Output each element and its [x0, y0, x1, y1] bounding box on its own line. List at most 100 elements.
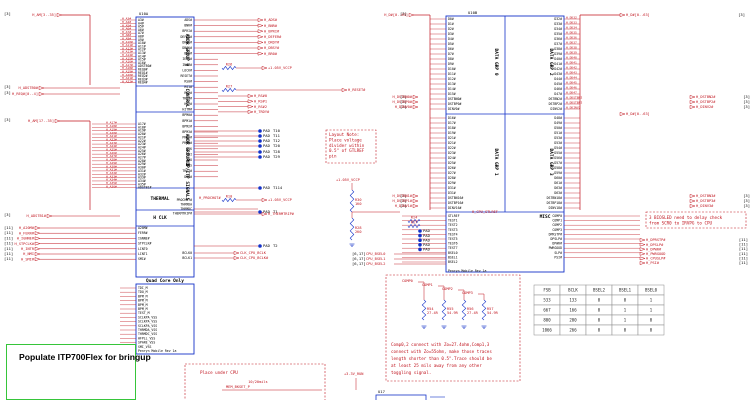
pin-name: BPM_M	[138, 303, 148, 307]
pin-net: H_A19#	[106, 127, 117, 131]
rail-label: +1.05V_VCCP	[268, 66, 292, 70]
pin-name: BSEL0	[448, 251, 458, 255]
rail-label: +3.3V_RUN	[344, 372, 363, 376]
pin-name: D55#	[554, 151, 562, 155]
page-ref: [11]	[4, 251, 13, 256]
pad-label: PAD	[263, 185, 271, 190]
part-ref: U10A	[139, 11, 149, 16]
pin-name: A6#	[138, 28, 144, 32]
pin-name: A28#	[138, 159, 146, 163]
pin-name: D35#	[554, 32, 562, 36]
pin-name: COMP0	[552, 214, 562, 218]
pin-name: TEST3	[448, 228, 458, 232]
pin-name: PREQ#	[182, 141, 192, 145]
pad-label: PAD	[423, 242, 431, 247]
pin-name: D27#	[448, 171, 456, 175]
pin-net: H_A32#	[106, 171, 117, 175]
pin-name: DBSY#	[182, 46, 192, 50]
net-flag-arrow	[247, 104, 254, 109]
pin-name: SCLKPA_VSS	[138, 315, 157, 319]
page-ref: [3]	[743, 94, 750, 99]
resistor-ref: R10	[226, 195, 233, 199]
pin-name: RS2#	[184, 91, 192, 95]
pin-name: FERR#	[138, 231, 148, 235]
rail-label: +1.05V_VCCP	[336, 178, 360, 182]
net-flag-arrow	[412, 199, 419, 203]
pin-name: D54#	[554, 146, 562, 150]
pin-name: DPRSTP#	[549, 232, 563, 236]
net-flag-arrow	[412, 105, 419, 109]
test-pad	[258, 139, 262, 143]
pin-name: D44#	[554, 77, 562, 81]
pin-name: INIT#	[182, 63, 192, 67]
table-header: FSB	[543, 288, 551, 293]
test-pad	[418, 247, 422, 252]
pin-name: ADS#	[184, 18, 192, 22]
pin-net: H_DDSTBN2	[566, 96, 582, 100]
group-label: DATA GRP 1	[493, 148, 499, 175]
resistor-value: 54.9R	[487, 311, 499, 315]
page-ref: [11]	[739, 237, 748, 242]
pin-net: H_A12#	[122, 46, 133, 50]
layout-note-line: divider within	[329, 143, 365, 148]
pin-net: H_A18#	[106, 124, 117, 128]
pin-name: A33#	[138, 176, 146, 180]
pin-name: THRMDC_VSS	[138, 332, 157, 336]
page-ref: [3]	[400, 99, 407, 104]
net-flag-arrow	[257, 51, 264, 56]
net-flag-arrow	[412, 204, 419, 208]
pin-net: H_A7#	[122, 30, 131, 34]
pad-ref: T12	[273, 138, 280, 143]
comp-note-line: at least 25 mils away from any other	[391, 363, 482, 368]
part-ref: U17	[378, 389, 385, 394]
pin-name: BPM0#	[182, 113, 192, 117]
net-label-left: H_FERR#	[19, 231, 35, 235]
pin-net: H_A31#	[106, 168, 117, 172]
pad-label: PAD	[423, 247, 431, 252]
pin-net: H_A3#	[122, 17, 131, 21]
layout-note-line: Place voltage	[329, 137, 362, 142]
pin-name: IERR#	[182, 57, 192, 61]
pin-name: A15#	[138, 58, 146, 62]
test-pad	[258, 210, 262, 214]
pin-name: A22#	[138, 139, 146, 143]
pad-label: PAD	[263, 149, 271, 154]
pin-name: D32#	[554, 17, 562, 21]
group-label: DATA GRP 3	[548, 148, 554, 175]
pin-name: D8#	[448, 57, 454, 61]
resistor-value: 1K0	[355, 202, 362, 206]
pin-name: D21#	[448, 136, 456, 140]
pin-name: D51#	[554, 131, 562, 135]
pin-name: D25#	[448, 161, 456, 165]
section-label: ADDR GROUP 1	[184, 134, 190, 167]
pin-name: A21#	[138, 135, 146, 139]
pad-label: PAD	[263, 243, 271, 248]
test-pad	[418, 233, 422, 238]
section-label: Quad Core Only	[146, 278, 184, 284]
pad-label: PAD	[263, 209, 271, 214]
page-ref: [3]	[743, 198, 750, 203]
net-flag-arrow	[639, 251, 646, 256]
pin-name: D11#	[448, 72, 456, 76]
pin-name: BPM_M	[138, 299, 148, 303]
itp-note-box: Populate ITP700Flex for bringup	[6, 344, 151, 400]
net-flag-arrow	[34, 236, 41, 241]
pin-net: H_DD44	[566, 76, 577, 80]
net-flag-arrow	[247, 94, 254, 98]
pin-name: D17#	[448, 121, 456, 125]
table-cell-value: 0	[650, 318, 653, 323]
pin-name: A16#	[138, 61, 146, 65]
net-label-left: H_DSTBN0#	[393, 95, 413, 99]
pin-name: DINV16#	[448, 206, 462, 210]
layout-note-line: 0.5" of GTLREF	[329, 148, 365, 153]
pin-name: D10#	[448, 67, 456, 71]
pin-net: H_A8#	[122, 33, 131, 37]
net-flag-arrow	[34, 257, 41, 262]
net-label-right: H_DPRSTP#	[646, 238, 666, 242]
pin-name: BNR#	[184, 24, 192, 28]
pin-name: A9#	[138, 38, 144, 42]
table-header: BSEL1	[619, 288, 632, 293]
comp-net: COMP1	[422, 283, 433, 287]
pin-name: A20M#	[138, 226, 148, 230]
